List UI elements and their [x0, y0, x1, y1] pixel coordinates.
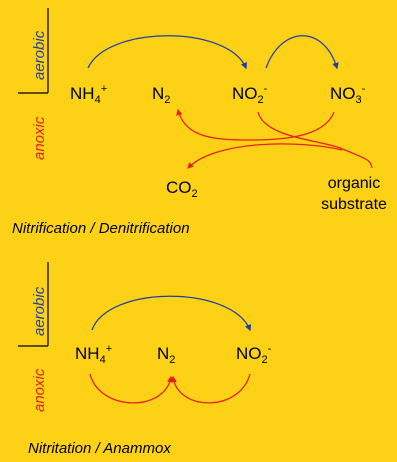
zone-label-aerobic: aerobic — [31, 286, 48, 336]
caption-nitrification-denitrification: Nitrification / Denitrification — [12, 220, 190, 237]
species-nitrite: NO2- — [232, 83, 268, 106]
zone-label-aerobic: aerobic — [31, 30, 48, 80]
organic-substrate-label-line1: organic — [328, 175, 380, 192]
caption-nitritation-anammox: Nitritation / Anammox — [28, 440, 171, 457]
arrow-anammox-from-nitrite — [170, 373, 251, 404]
arrow-denitrification-to-n2 — [176, 108, 335, 141]
species-carbon-dioxide: CO2 — [166, 178, 198, 200]
species-dinitrogen: N2 — [152, 84, 170, 106]
species-nitrate: NO3- — [330, 83, 366, 106]
arrow-anammox-from-ammonium — [89, 373, 174, 404]
zone-label-anoxic: anoxic — [31, 368, 48, 412]
panel-nitritation-anammox: aerobic anoxic NH4+ N2 NO2- Nitritation … — [18, 262, 272, 457]
species-ammonium: NH4+ — [75, 343, 112, 366]
zone-label-anoxic: anoxic — [31, 116, 48, 160]
species-dinitrogen: N2 — [157, 344, 175, 366]
panel-nitrification-denitrification: aerobic anoxic NH4+ N2 NO2- NO3- CO2 org… — [12, 8, 387, 237]
arrow-nitratation — [265, 35, 339, 70]
arrow-nitritation — [87, 35, 247, 70]
arrow-substrate-to-co2 — [187, 143, 343, 169]
arrow-nitrite-reduction — [257, 111, 373, 169]
species-ammonium: NH4+ — [70, 83, 107, 106]
organic-substrate-label-line2: substrate — [321, 196, 387, 213]
species-nitrite: NO2- — [236, 343, 272, 366]
arrow-nitritation — [91, 295, 252, 332]
